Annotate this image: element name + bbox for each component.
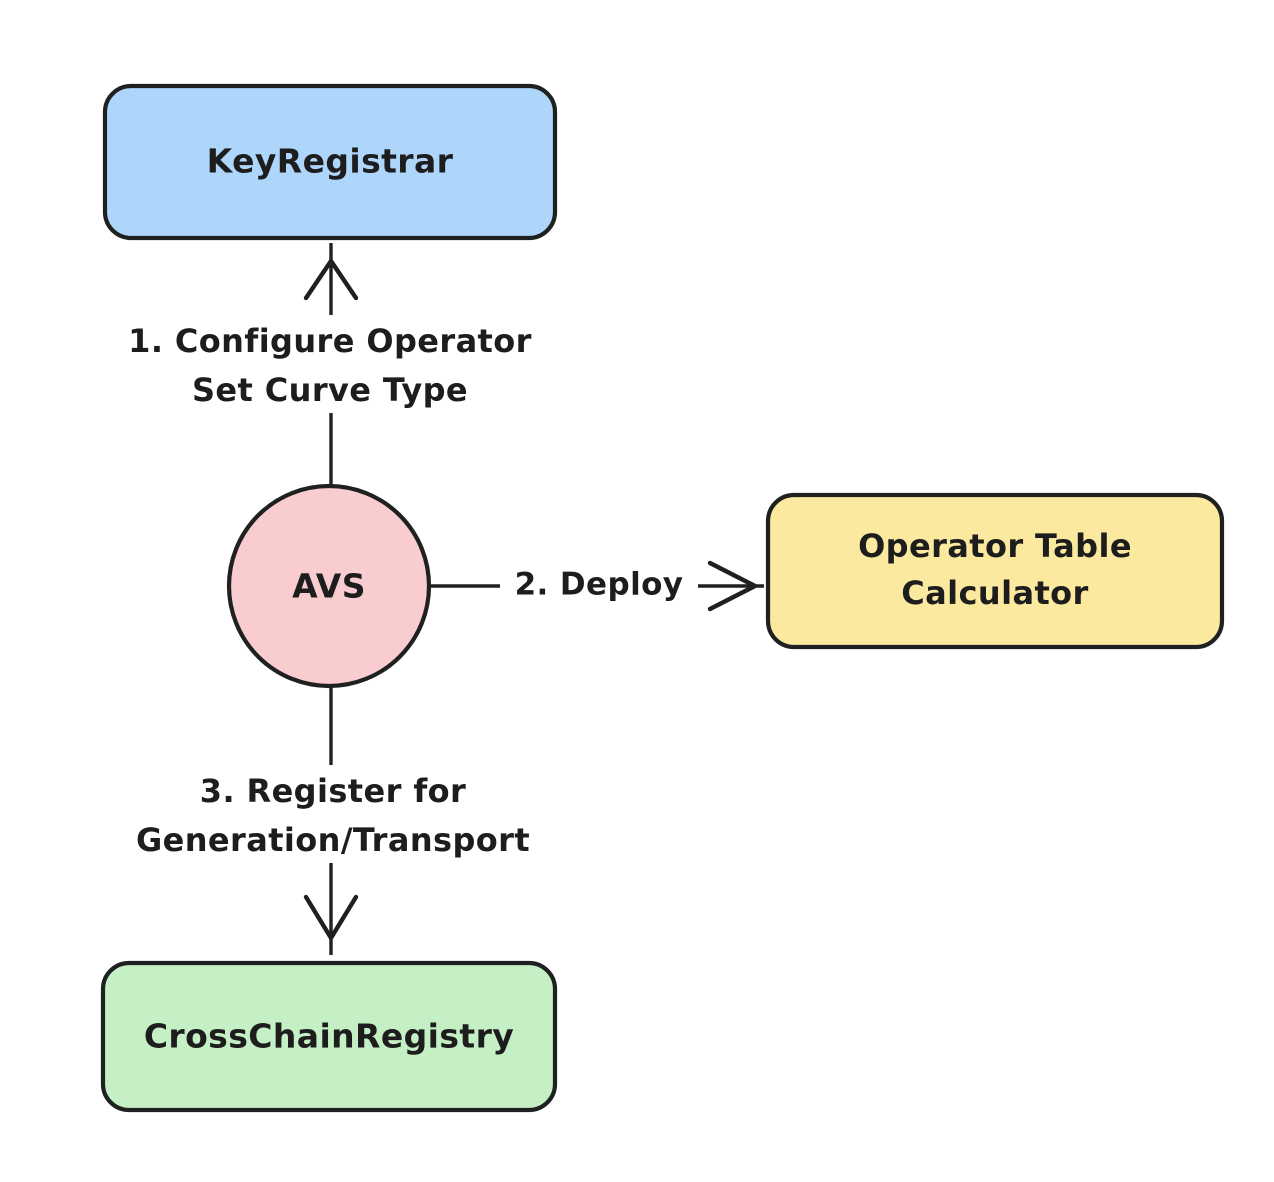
edge-label-1-line2: Set Curve Type <box>192 371 468 409</box>
node-operator-table-calculator[interactable]: Operator Table Calculator <box>765 492 1225 650</box>
edge-label-3-line1: 3. Register for <box>200 772 466 810</box>
node-key-registrar-shape[interactable] <box>102 83 558 241</box>
arrowhead-right-icon <box>707 560 758 612</box>
arrowhead-up-icon <box>303 258 359 301</box>
edge-label-1-line1: 1. Configure Operator <box>128 322 532 360</box>
edge-label-2-backdrop <box>500 560 698 612</box>
node-avs[interactable]: AVS <box>226 483 432 689</box>
node-cross-chain-registry-shape[interactable] <box>100 960 558 1113</box>
arrowhead-down-icon <box>303 894 359 941</box>
edge-label-deploy: 2. Deploy <box>500 560 698 612</box>
edge-label-2-text: 2. Deploy <box>515 567 684 603</box>
edge-label-configure-operator-set-curve-type: 1. Configure Operator Set Curve Type <box>110 315 550 413</box>
node-cross-chain-registry-label: CrossChainRegistry <box>144 1017 514 1056</box>
node-avs-label: AVS <box>292 567 366 606</box>
node-operator-table-calculator-shape[interactable] <box>765 492 1225 650</box>
node-operator-table-calculator-label-line2: Calculator <box>901 574 1088 612</box>
edge-label-register-for-generation-transport: 3. Register for Generation/Transport <box>110 765 560 863</box>
node-key-registrar-label: KeyRegistrar <box>207 142 454 181</box>
node-cross-chain-registry[interactable]: CrossChainRegistry <box>100 960 558 1113</box>
edge-label-3-line2: Generation/Transport <box>136 821 530 859</box>
node-key-registrar[interactable]: KeyRegistrar <box>102 83 558 241</box>
node-operator-table-calculator-label-line1: Operator Table <box>858 527 1132 565</box>
node-avs-shape[interactable] <box>226 483 432 689</box>
edge-label-1-backdrop <box>110 315 550 413</box>
edge-label-3-backdrop <box>110 765 560 863</box>
